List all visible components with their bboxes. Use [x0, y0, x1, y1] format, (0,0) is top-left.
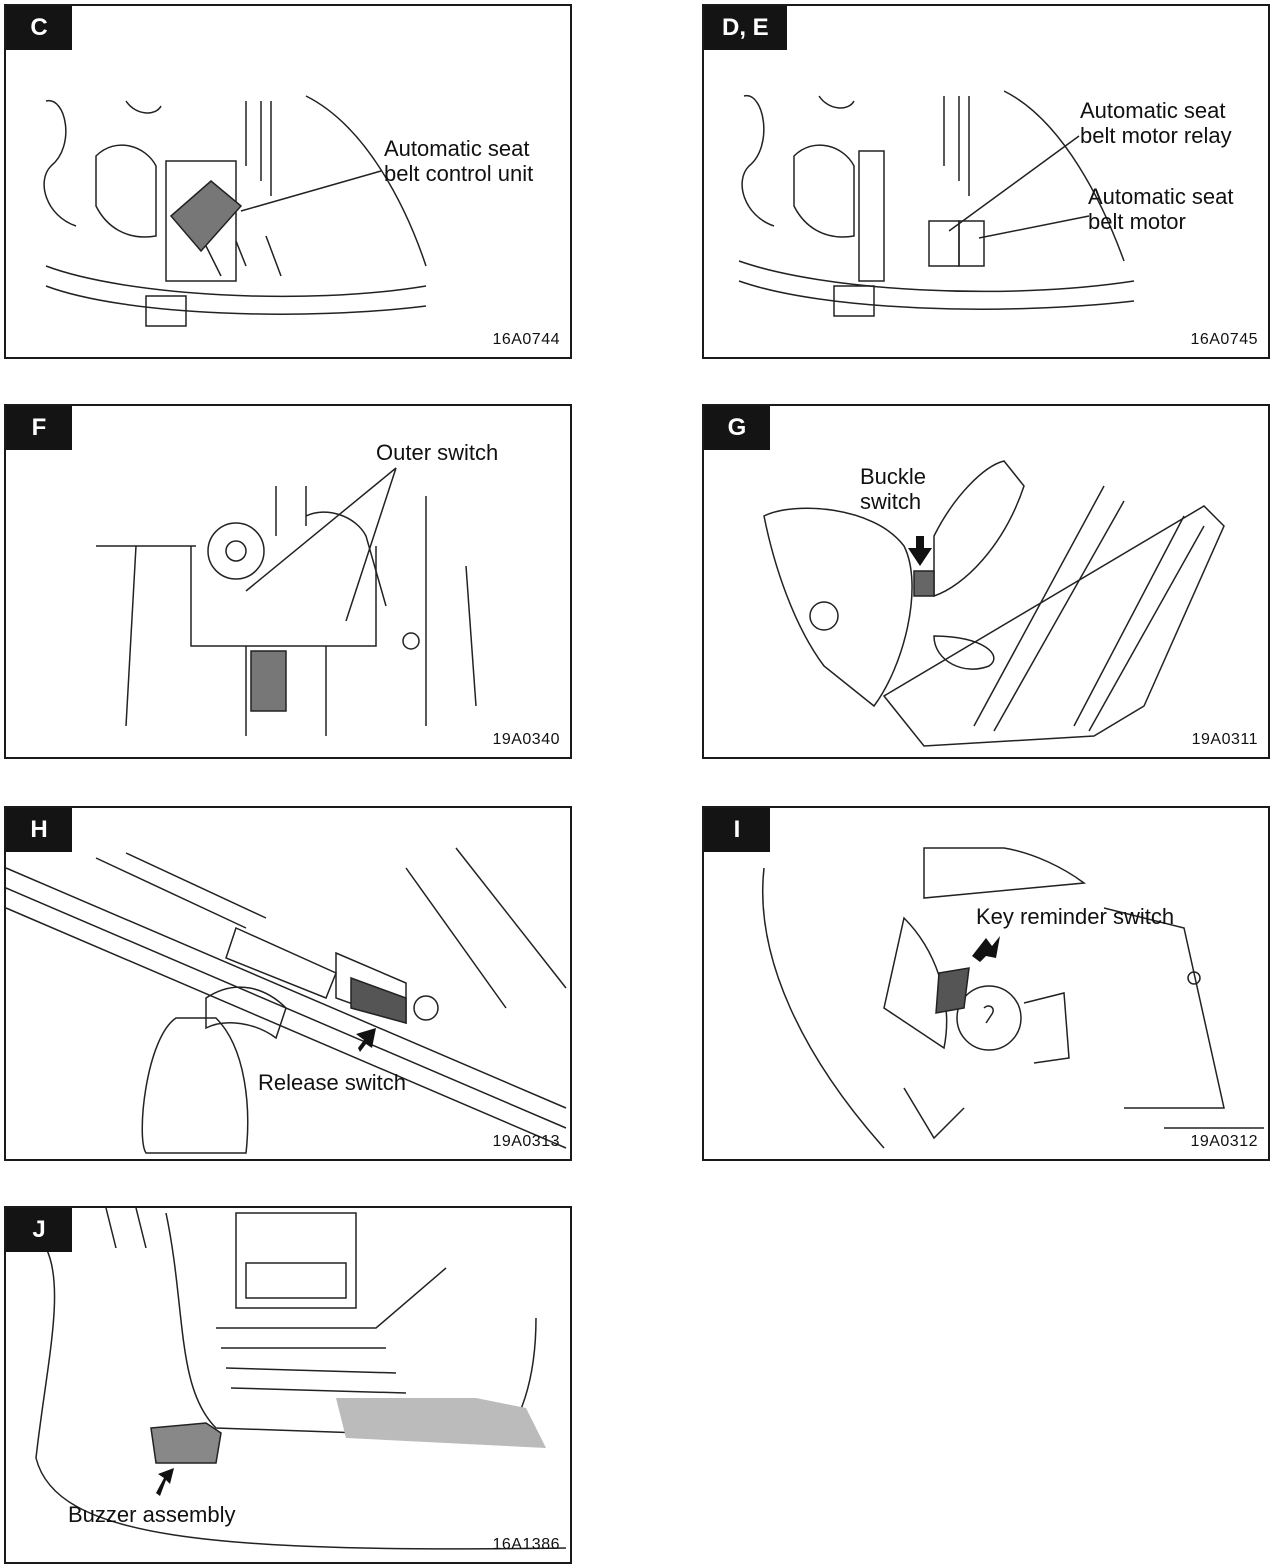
arrow-release-switch — [356, 1028, 376, 1052]
leader-line-2 — [346, 468, 396, 621]
illustration-buckle-switch — [704, 406, 1270, 759]
callout-buzzer-assembly: Buzzer assembly — [68, 1502, 236, 1527]
callout-control-unit: Automatic seat belt control unit — [384, 136, 534, 186]
figure-panel-c: C Automatic seat belt control unit 16A07… — [4, 4, 572, 359]
arrow-buckle-switch — [908, 536, 932, 566]
panel-letter: I — [704, 808, 770, 852]
callout-buckle-switch: Buckle switch — [860, 464, 927, 514]
illustration-outer-switch — [6, 406, 572, 759]
panel-letter: J — [6, 1208, 72, 1252]
control-unit-shaded — [171, 181, 241, 251]
switch-shaded-part — [251, 651, 286, 711]
illustration-key-reminder-switch — [704, 808, 1270, 1161]
figure-panel-i: I Key reminder switch 19A0312 — [702, 806, 1270, 1161]
figure-panel-f: F Outer switch 19A0340 — [4, 404, 572, 759]
figure-code: 19A0312 — [1190, 1133, 1258, 1150]
callout-outer-switch: Outer switch — [376, 440, 499, 465]
figure-panel-j: J Buzzer assembly 16A1386 — [4, 1206, 572, 1564]
figure-code: 19A0311 — [1191, 731, 1258, 748]
floor-shaded — [336, 1398, 546, 1448]
figure-panel-de: D, E Automatic seat belt motor relay Aut… — [702, 4, 1270, 359]
key-reminder-switch-shaded — [936, 968, 969, 1013]
illustration-seat-belt-control-unit — [6, 6, 572, 359]
arrow-buzzer — [156, 1468, 174, 1496]
callout-release-switch: Release switch — [258, 1070, 406, 1095]
callout-key-reminder-switch: Key reminder switch — [976, 904, 1175, 929]
callout-motor: Automatic seat belt motor — [1088, 184, 1234, 234]
panel-letter: G — [704, 406, 770, 450]
figure-code: 19A0313 — [492, 1133, 560, 1150]
panel-letter: H — [6, 808, 72, 852]
panel-letter: C — [6, 6, 72, 50]
buckle-switch-shaded — [914, 571, 934, 596]
panel-letter: F — [6, 406, 72, 450]
release-switch-shaded — [351, 978, 406, 1023]
arrow-key-reminder-switch — [972, 936, 1000, 962]
leader-line — [241, 171, 381, 211]
figure-code: 19A0340 — [492, 731, 560, 748]
figure-panel-h: H Release switch 19A0313 — [4, 806, 572, 1161]
figure-code: 16A1386 — [492, 1536, 560, 1553]
figure-code: 16A0745 — [1190, 331, 1258, 348]
illustration-seat-belt-motor-relay — [704, 6, 1270, 359]
leader-line-relay — [949, 136, 1079, 231]
buzzer-box — [151, 1423, 221, 1463]
figure-code: 16A0744 — [492, 331, 560, 348]
callout-motor-relay: Automatic seat belt motor relay — [1080, 98, 1232, 148]
panel-letter: D, E — [704, 6, 787, 50]
figure-panel-g: G Buckle switch 19A0311 — [702, 404, 1270, 759]
illustration-release-switch — [6, 808, 572, 1161]
leader-line-motor — [979, 216, 1089, 238]
leader-line-1 — [246, 468, 396, 591]
illustration-buzzer-assembly — [6, 1208, 572, 1564]
